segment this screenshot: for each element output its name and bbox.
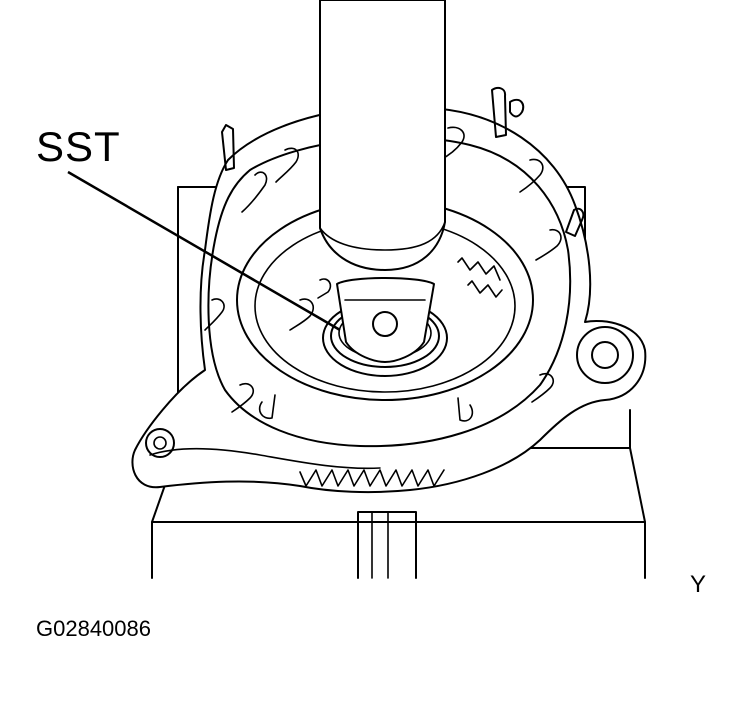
sst-callout-label: SST (36, 123, 121, 170)
sst-leader-line (67, 170, 341, 332)
sst-press-tool (319, 0, 446, 363)
figure-code-label: G02840086 (36, 616, 151, 641)
view-mark-label: Y (690, 571, 707, 598)
